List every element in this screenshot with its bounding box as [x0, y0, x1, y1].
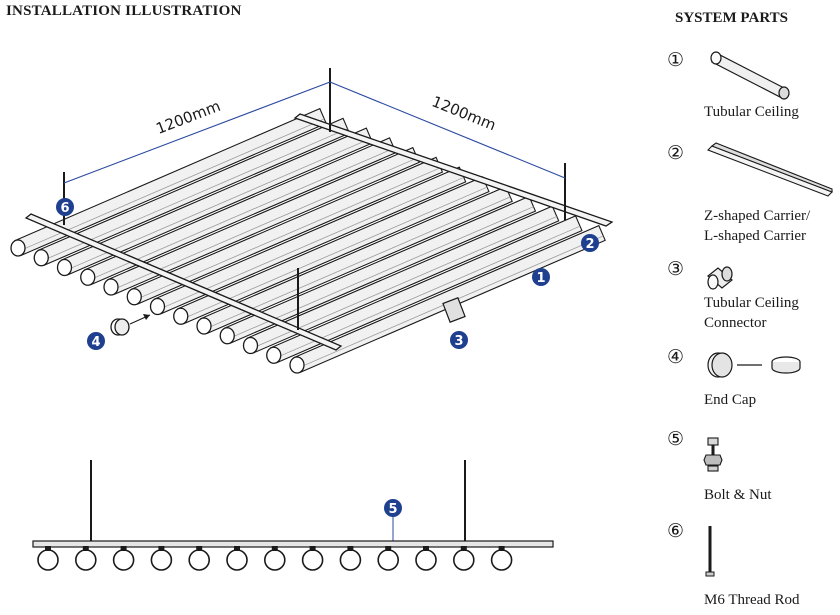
- tube-end: [266, 346, 282, 364]
- tube-end: [242, 336, 259, 355]
- part-label-carrier: Z-shaped Carrier/ L-shaped Carrier: [704, 208, 811, 244]
- tube-end: [10, 239, 26, 257]
- tube-end: [289, 356, 305, 374]
- tube-highlight: [19, 118, 325, 252]
- installation-diagram: 1200mm 1200mm 6 2 1 3 4 5: [10, 68, 614, 571]
- tube-end: [103, 278, 119, 296]
- side-tube: [415, 549, 437, 571]
- carrier-rail-front: [24, 213, 343, 351]
- side-tube: [188, 549, 210, 571]
- callout-6: 6: [56, 198, 74, 216]
- tube-end: [126, 288, 142, 306]
- tubular-ceiling-icon: [710, 51, 790, 100]
- tube-end: [80, 268, 96, 286]
- suspension-rods: [63, 68, 566, 330]
- part-label-connector: Tubular Ceiling Connector: [704, 295, 799, 331]
- parts-icons: [703, 51, 833, 577]
- svg-text:1: 1: [536, 271, 545, 286]
- tube-highlight: [181, 186, 488, 320]
- tube-highlight: [88, 147, 395, 281]
- z-carrier-icon: [707, 142, 833, 197]
- part-number-5: ⑤: [667, 428, 685, 450]
- end-cap-item: [110, 314, 151, 336]
- side-tube-clip: [196, 546, 203, 551]
- side-tube: [452, 549, 475, 571]
- connector-icon: [707, 266, 733, 290]
- side-tube: [150, 549, 173, 571]
- part-label-bolt-nut: Bolt & Nut: [704, 487, 772, 503]
- tube-end: [219, 327, 235, 345]
- tube-highlight: [65, 138, 371, 271]
- installation-title: INSTALLATION ILLUSTRATION: [6, 3, 242, 19]
- side-tube: [490, 549, 513, 571]
- side-tube-clip: [498, 546, 505, 551]
- carrier-rails: [24, 113, 614, 351]
- part-number-4: ④: [667, 346, 685, 368]
- tube-highlight: [42, 128, 348, 262]
- part-number-1: ①: [667, 49, 685, 71]
- side-tube-clip: [460, 546, 467, 551]
- callout-3: 3: [450, 331, 468, 349]
- part-label-end-cap: End Cap: [704, 392, 757, 408]
- part-number-6: ⑥: [667, 520, 685, 542]
- tube-end: [149, 297, 166, 316]
- svg-text:6: 6: [60, 201, 69, 216]
- end-cap-icon: [707, 352, 801, 378]
- dimension-label-right: 1200mm: [429, 92, 498, 134]
- side-tube: [112, 549, 135, 571]
- dimension-lines: [63, 81, 566, 184]
- part-label-tubular-ceiling: Tubular Ceiling: [704, 104, 799, 120]
- tube-highlight: [251, 216, 557, 349]
- side-tube: [339, 549, 362, 571]
- side-view: [32, 460, 554, 571]
- part-number-3: ③: [667, 258, 685, 280]
- side-tube-clip: [234, 546, 240, 551]
- side-tube: [37, 549, 59, 571]
- tube-highlight: [228, 206, 534, 340]
- callout-4: 4: [87, 332, 105, 350]
- side-tube: [377, 549, 400, 571]
- tube-highlight: [205, 196, 511, 330]
- side-tube-clip: [271, 546, 278, 551]
- side-tube: [263, 549, 286, 571]
- side-tube-clip: [158, 546, 165, 551]
- tube-end: [56, 258, 73, 277]
- svg-text:2: 2: [585, 237, 594, 252]
- tube-highlight: [135, 167, 441, 301]
- side-tube: [226, 549, 248, 571]
- bolt-nut-icon: [703, 437, 723, 472]
- tube-end: [196, 317, 212, 335]
- side-tube: [75, 549, 97, 571]
- tube-highlight: [158, 177, 464, 310]
- callout-1: 1: [532, 268, 550, 286]
- carrier-rail-back: [293, 113, 614, 227]
- callout-5: 5: [384, 499, 402, 517]
- callouts: 6 2 1 3 4 5: [56, 198, 599, 517]
- callout-2: 2: [581, 234, 599, 252]
- svg-text:4: 4: [91, 335, 100, 350]
- svg-text:5: 5: [388, 502, 397, 517]
- side-tube-clip: [120, 546, 127, 551]
- tube-end: [173, 307, 189, 325]
- dimension-label-left: 1200mm: [154, 97, 223, 138]
- side-tube-clip: [82, 546, 89, 551]
- system-parts-title: SYSTEM PARTS: [675, 10, 788, 26]
- tube-end: [33, 249, 49, 267]
- side-tube-clip: [385, 546, 392, 551]
- side-carrier: [32, 540, 554, 548]
- side-tube-clip: [347, 546, 354, 551]
- part-label-thread-rod: M6 Thread Rod: [704, 592, 800, 608]
- side-tube-clip: [423, 546, 429, 551]
- side-tube-clip: [45, 546, 51, 551]
- part-number-2: ②: [667, 142, 685, 164]
- thread-rod-icon: [705, 526, 715, 577]
- tube-highlight: [274, 225, 581, 359]
- tube-highlight: [112, 157, 418, 291]
- svg-text:3: 3: [454, 334, 463, 349]
- side-tube-clip: [309, 546, 316, 551]
- side-tube: [301, 549, 324, 571]
- tube-connector: [442, 297, 466, 323]
